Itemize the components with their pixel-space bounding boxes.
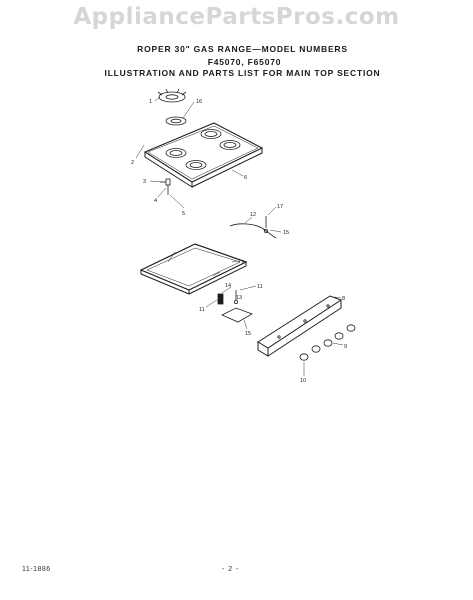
callout-3: 3 [143, 179, 146, 185]
burner-ring-part [165, 116, 187, 126]
burner-box-frame [139, 243, 248, 295]
wire-clip-part [229, 216, 277, 239]
callout-10: 10 [300, 378, 306, 384]
callout-7: 7 [241, 260, 244, 266]
callout-5: 5 [182, 211, 185, 217]
callout-17: 17 [277, 204, 283, 210]
callout-8: 8 [342, 296, 345, 302]
igniter-part [217, 290, 253, 323]
callout-16: 16 [196, 99, 202, 105]
callout-2: 2 [131, 160, 134, 166]
main-top-panel [143, 122, 264, 188]
callout-12: 12 [250, 212, 256, 218]
leader-lines [135, 96, 344, 376]
watermark: AppliancePartsPros.com [73, 4, 400, 30]
header-section-title: ILLUSTRATION AND PARTS LIST FOR MAIN TOP… [104, 68, 381, 78]
callout-11-right: 11 [257, 284, 263, 290]
callout-1: 1 [149, 99, 152, 105]
page-number: - 2 - [222, 566, 240, 573]
header-model-numbers: F45070, F65070 [207, 57, 282, 67]
hinge-bracket-part [160, 178, 171, 195]
control-knob-group [299, 324, 356, 361]
callout-6: 6 [244, 175, 247, 181]
callout-15-lower: 15 [245, 331, 251, 337]
callout-9: 9 [344, 344, 347, 350]
document-code: 11-1886 [22, 566, 51, 573]
callout-11-left: 11 [199, 307, 205, 313]
header-model-title: ROPER 30" GAS RANGE—MODEL NUMBERS [137, 44, 348, 54]
callout-14: 14 [225, 283, 231, 289]
callout-13: 13 [236, 295, 242, 301]
callout-4: 4 [154, 198, 157, 204]
burner-cap-part [157, 88, 187, 103]
manifold-panel-part [257, 295, 343, 357]
callout-15-upper: 15 [283, 230, 289, 236]
